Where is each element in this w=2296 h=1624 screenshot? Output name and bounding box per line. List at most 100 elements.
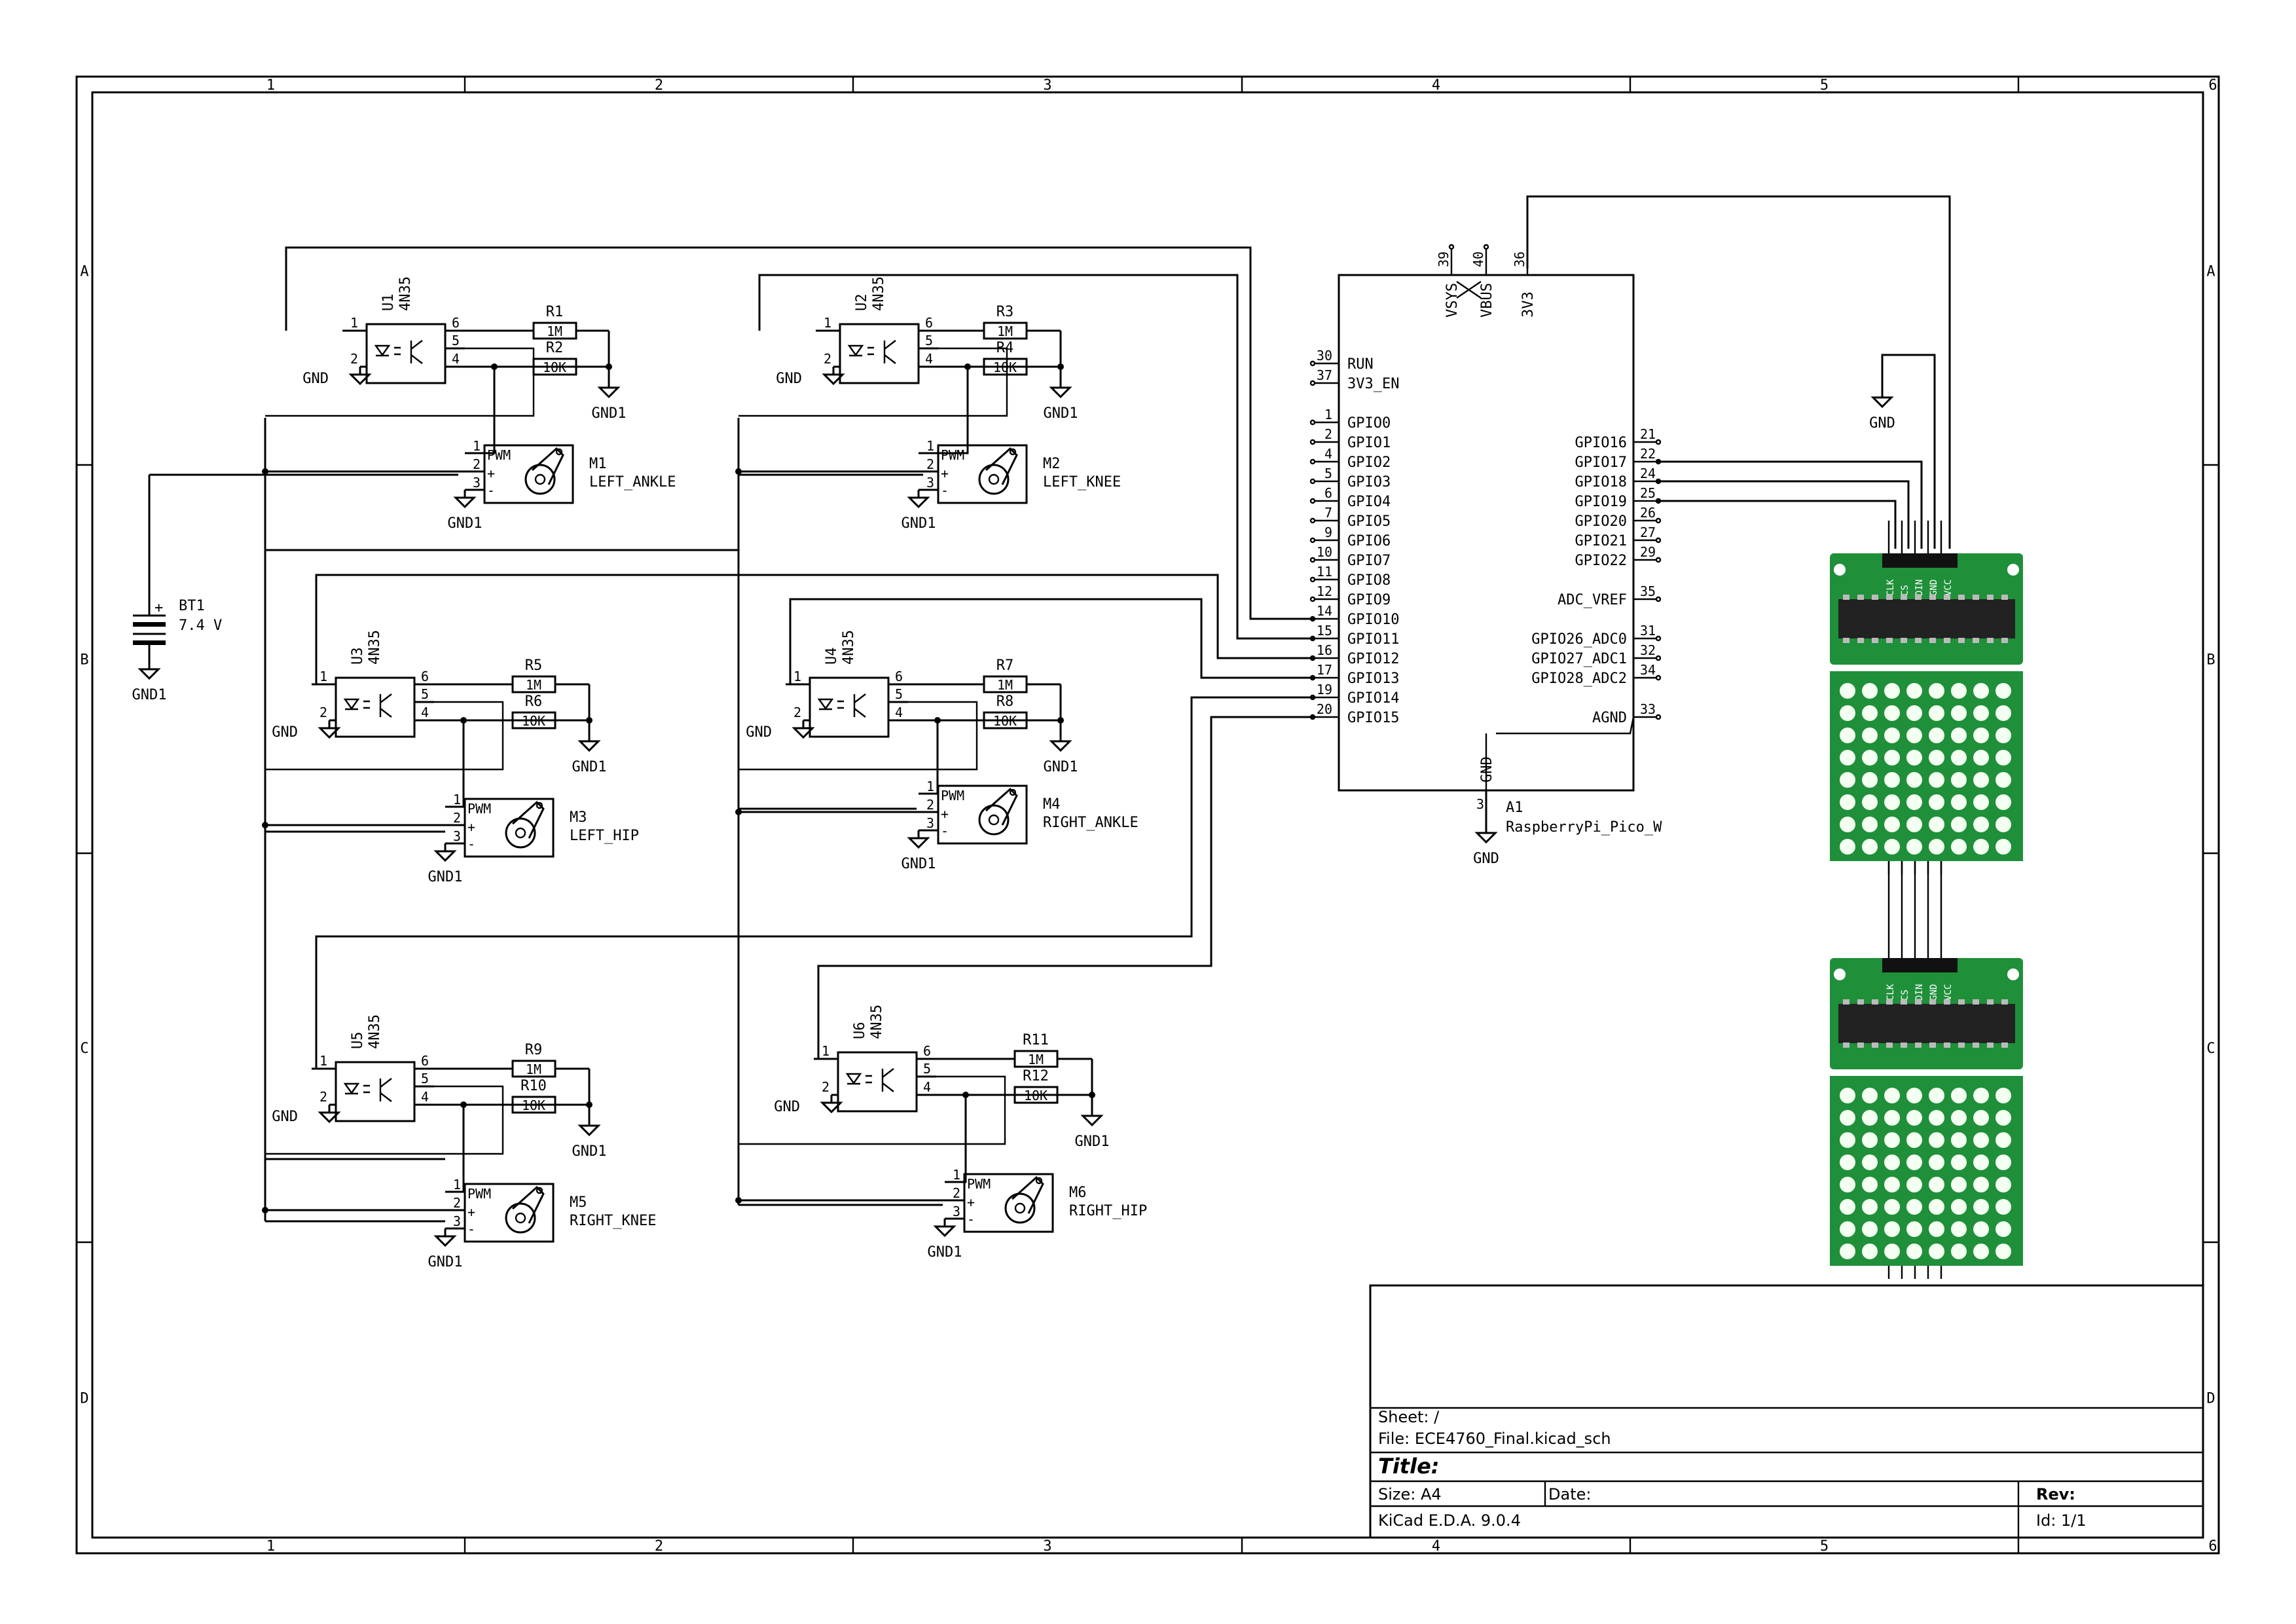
pin-number: 3	[453, 828, 461, 844]
resistor-ref: R11	[1023, 1032, 1049, 1048]
pin-endpoint	[1309, 380, 1316, 386]
resistor-ref: R3	[996, 304, 1014, 320]
frame-col-label-bottom: 3	[1043, 1538, 1051, 1555]
pin-number: 2	[473, 456, 481, 472]
resistor-value: 10K	[543, 360, 566, 375]
pin-header	[1882, 553, 1958, 568]
pin-endpoint	[1655, 655, 1662, 661]
pin-endpoint	[1309, 576, 1316, 583]
pin-number: 15	[1317, 623, 1332, 638]
header-pin-label: CLK	[1886, 984, 1896, 1001]
led-dot	[1840, 1088, 1855, 1103]
led-dot	[1951, 1110, 1967, 1126]
led-dot	[1973, 1177, 1989, 1192]
pin-name: GPIO0	[1347, 415, 1391, 432]
led-dot	[1995, 817, 2011, 832]
frame-row-label-right: C	[2206, 1041, 2215, 1057]
diode-icon	[1456, 281, 1482, 299]
led-dot	[1840, 1177, 1855, 1192]
pin-endpoint	[1309, 498, 1316, 504]
led-dot	[1973, 728, 1989, 743]
title-label: Title:	[1378, 1454, 1440, 1479]
led-dot	[1906, 728, 1922, 743]
frame-col-label-top: 2	[655, 77, 663, 94]
led-dot	[1929, 683, 1944, 699]
led-dot	[1951, 839, 1967, 855]
led-dot	[1951, 705, 1967, 721]
pin-number: 14	[1317, 603, 1332, 619]
led-grid	[1830, 671, 2023, 861]
led-dot	[1973, 750, 1989, 766]
led-dot	[1884, 750, 1900, 766]
pin-number: 29	[1640, 544, 1656, 560]
pwm-label: PWM	[967, 1176, 991, 1192]
led-dot	[1884, 705, 1900, 721]
pin-number: 2	[319, 705, 327, 720]
opto-ref: U6	[852, 1022, 868, 1040]
led-dot	[1906, 1088, 1922, 1103]
pin-number: 39	[1436, 251, 1451, 267]
resistor-ref: R2	[546, 340, 564, 356]
pin-name: GPIO15	[1347, 710, 1399, 726]
led-dot	[1951, 794, 1967, 810]
resistor-value: 10K	[522, 713, 545, 729]
pwm-label: PWM	[467, 801, 491, 817]
resistor-ref: R5	[525, 657, 543, 674]
led-dot	[1929, 772, 1944, 788]
ground-symbol: GND	[746, 720, 815, 741]
resistor-ref: R8	[996, 693, 1014, 710]
frame-col-label-bottom: 5	[1820, 1538, 1829, 1555]
led-dot	[1906, 772, 1922, 788]
motor-value: RIGHT_KNEE	[570, 1213, 656, 1229]
led-icon	[374, 344, 391, 357]
pin-number: 2	[350, 351, 358, 367]
pin-endpoint	[1309, 694, 1316, 701]
frame-row-label-left: A	[80, 264, 88, 280]
frame-col-label-top: 1	[266, 77, 275, 94]
led-dot	[1884, 728, 1900, 743]
motor-value: LEFT_HIP	[570, 828, 639, 844]
led-dot	[1995, 1177, 2011, 1192]
pin-name: GPIO28_ADC2	[1531, 671, 1627, 687]
ground-label: GND	[776, 371, 802, 387]
led-dot	[1862, 817, 1878, 832]
pin-name: GPIO2	[1347, 454, 1391, 471]
pin-number: 1	[319, 669, 327, 684]
opto-ref: U4	[824, 648, 840, 665]
pico-ref: A1	[1506, 800, 1523, 816]
led-dot	[1929, 1154, 1944, 1170]
led-dot	[1862, 683, 1878, 699]
pin-endpoint	[1655, 674, 1662, 681]
resistor-ref: R12	[1023, 1068, 1049, 1084]
frame-col-label-bottom: 1	[266, 1538, 275, 1555]
pin-name: GPIO7	[1347, 553, 1391, 569]
led-dot	[1951, 728, 1967, 743]
pin-endpoint	[1309, 439, 1316, 445]
pin-number: 2	[926, 797, 934, 813]
frame-row-label-right: B	[2206, 652, 2215, 669]
pin-number: 6	[895, 669, 903, 684]
pin-number: 5	[923, 1061, 931, 1077]
led-dot	[1951, 683, 1967, 699]
pin-number: 27	[1640, 525, 1656, 540]
frame-col-label-top: 5	[1820, 77, 1829, 94]
led-dot	[1951, 817, 1967, 832]
pin-name: ADC_VREF	[1558, 592, 1627, 608]
opto-value: 4N35	[367, 630, 383, 665]
minus-label: -	[487, 483, 495, 498]
resistor-value: 10K	[1024, 1088, 1048, 1103]
motor-ref: M1	[589, 456, 607, 472]
ground-label: GND1	[132, 687, 167, 703]
pin-number: 31	[1640, 623, 1656, 638]
led-dot	[1884, 1199, 1900, 1215]
junction-dot	[1057, 717, 1064, 724]
pin-name: GPIO1	[1347, 435, 1391, 451]
led-dot	[1862, 839, 1878, 855]
led-dot	[1906, 705, 1922, 721]
led-dot	[1995, 794, 2011, 810]
led-dot	[1906, 794, 1922, 810]
opto-value: 4N35	[367, 1014, 383, 1049]
